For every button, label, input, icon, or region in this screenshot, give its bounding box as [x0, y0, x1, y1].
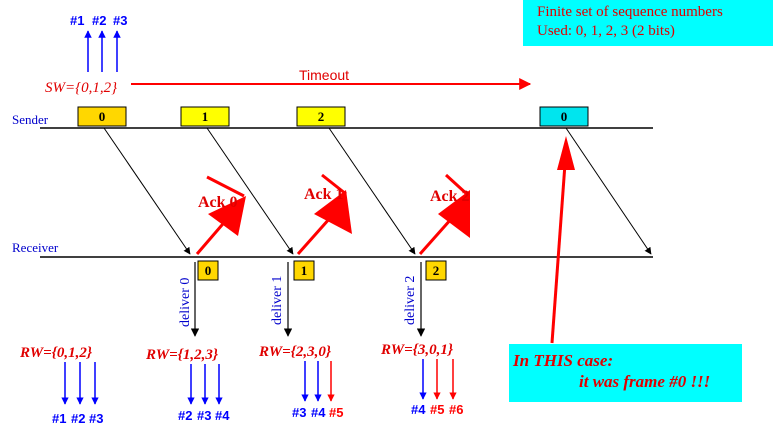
rw3-id-1: #4 — [411, 402, 426, 417]
frame-arrow — [565, 127, 652, 255]
sender-frame-2-label: 2 — [318, 109, 325, 124]
sender-frame-0 — [77, 106, 127, 127]
window-ids: #1 #2 #3 #2 #3 #4 #3 #4 #5 #4 #5 #6 — [52, 402, 463, 424]
ack-break — [206, 175, 245, 198]
case-note-line-2: it was frame #0 !!! — [579, 372, 711, 391]
sender-window: SW={0,1,2} — [45, 80, 117, 96]
rw0-id-1: #1 — [52, 411, 66, 424]
sender-frame-0-retransmit — [539, 106, 589, 127]
ack-0-label: Ack 0 — [198, 194, 238, 211]
rw2-id-3: #5 — [329, 405, 343, 420]
window-arrows — [61, 359, 457, 405]
frame-arrow — [206, 127, 294, 255]
receiver-frame-2 — [425, 260, 447, 281]
rw3-id-3: #6 — [449, 402, 463, 417]
ack-break — [444, 173, 471, 198]
frame-arrow — [103, 127, 191, 255]
note-line-2: Used: 0, 1, 2, 3 (2 bits) — [537, 23, 675, 39]
case-pointer-arrowhead — [557, 136, 575, 170]
ack-arrowhead — [438, 190, 470, 238]
ack-line — [418, 217, 454, 255]
deliver-1-label: deliver 1 — [270, 276, 285, 325]
rw1-id-3: #4 — [215, 408, 230, 423]
sender-id-2: #2 — [92, 13, 106, 28]
rw1-id-2: #3 — [197, 408, 211, 423]
ack-break — [321, 173, 347, 196]
acks: Ack 0 Ack 1 Ack 2 — [195, 173, 471, 255]
sender-frame-1-label: 1 — [202, 109, 209, 124]
case-pointer-arrow — [550, 149, 568, 344]
sender-label: Sender — [12, 112, 49, 127]
ack-arrowhead — [314, 190, 352, 234]
rw-2: RW={2,3,0} — [258, 344, 332, 360]
sender-frame-0-label: 0 — [99, 109, 106, 124]
sender-frame-1 — [180, 106, 230, 127]
receiver-frame-0-label: 0 — [205, 263, 212, 278]
deliver-2-label: deliver 2 — [403, 276, 418, 325]
sender-id-1: #1 — [70, 13, 84, 28]
rw1-id-1: #2 — [178, 408, 192, 423]
receiver-frame-0 — [197, 260, 219, 281]
sender-id-3: #3 — [113, 13, 127, 28]
deliveries: deliver 0 deliver 1 deliver 2 — [178, 262, 426, 337]
receiver-label: Receiver — [12, 240, 59, 255]
rw-1: RW={1,2,3} — [145, 347, 219, 363]
ack-1-label: Ack 1 — [304, 186, 344, 203]
sender-frame-2 — [296, 106, 346, 127]
rw0-id-3: #3 — [89, 411, 103, 424]
receiver-windows: RW={0,1,2} RW={1,2,3} RW={2,3,0} RW={3,0… — [19, 342, 454, 363]
frame-arrow — [328, 127, 416, 255]
receiver-frame-1 — [293, 260, 315, 281]
receiver-frame-1-label: 1 — [301, 263, 308, 278]
frame-transmissions — [103, 127, 652, 255]
sender-frames: 0 1 2 0 — [77, 106, 589, 127]
timeout-label: Timeout — [299, 67, 349, 83]
sender-frame-3-label: 0 — [561, 109, 568, 124]
rw3-id-2: #5 — [430, 402, 444, 417]
sender-top-ids: #1 #2 #3 — [70, 13, 127, 72]
rw2-id-2: #4 — [311, 405, 326, 420]
receiver-frames: 0 1 2 — [197, 260, 447, 281]
ack-arrowhead — [208, 196, 246, 236]
case-note-line-1: In THIS case: — [513, 351, 614, 370]
rw2-id-1: #3 — [292, 405, 306, 420]
deliver-0-label: deliver 0 — [178, 278, 193, 327]
case-note: In THIS case: it was frame #0 !!! — [509, 344, 742, 402]
receiver-frame-2-label: 2 — [433, 263, 440, 278]
rw-0: RW={0,1,2} — [19, 345, 93, 361]
rw-3: RW={3,0,1} — [380, 342, 454, 358]
ack-line — [296, 217, 332, 255]
sequence-number-note: Finite set of sequence numbers Used: 0, … — [523, 0, 773, 46]
rw0-id-2: #2 — [71, 411, 85, 424]
note-line-1: Finite set of sequence numbers — [537, 4, 723, 20]
ack-2-label: Ack 2 — [430, 188, 470, 205]
